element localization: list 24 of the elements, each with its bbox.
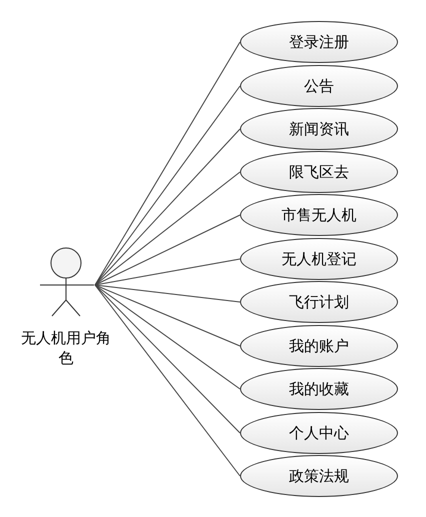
association-line xyxy=(94,284,240,476)
association-line xyxy=(94,86,240,286)
association-line xyxy=(94,284,240,434)
use-case-ellipse: 我的账户 xyxy=(240,325,398,367)
use-case-ellipse: 新闻资讯 xyxy=(240,108,398,150)
association-line xyxy=(94,128,240,286)
use-case-ellipse: 我的收藏 xyxy=(240,368,398,410)
actor-label: 无人机用户角色 xyxy=(20,328,112,368)
association-line xyxy=(94,284,240,390)
association-line xyxy=(94,172,240,286)
use-case-ellipse: 政策法规 xyxy=(240,455,398,497)
use-case-ellipse: 飞行计划 xyxy=(240,281,398,323)
use-case-ellipse: 市售无人机 xyxy=(240,194,398,236)
association-line xyxy=(94,214,240,286)
association-line xyxy=(94,284,240,346)
use-case-ellipse: 个人中心 xyxy=(240,412,398,454)
use-case-ellipse: 登录注册 xyxy=(240,21,398,63)
association-line xyxy=(94,42,240,286)
use-case-ellipse: 公告 xyxy=(240,65,398,107)
association-line xyxy=(94,284,240,302)
use-case-ellipse: 限飞区去 xyxy=(240,151,398,193)
actor-figure xyxy=(38,247,96,317)
use-case-ellipse: 无人机登记 xyxy=(240,238,398,280)
association-line xyxy=(94,258,240,286)
